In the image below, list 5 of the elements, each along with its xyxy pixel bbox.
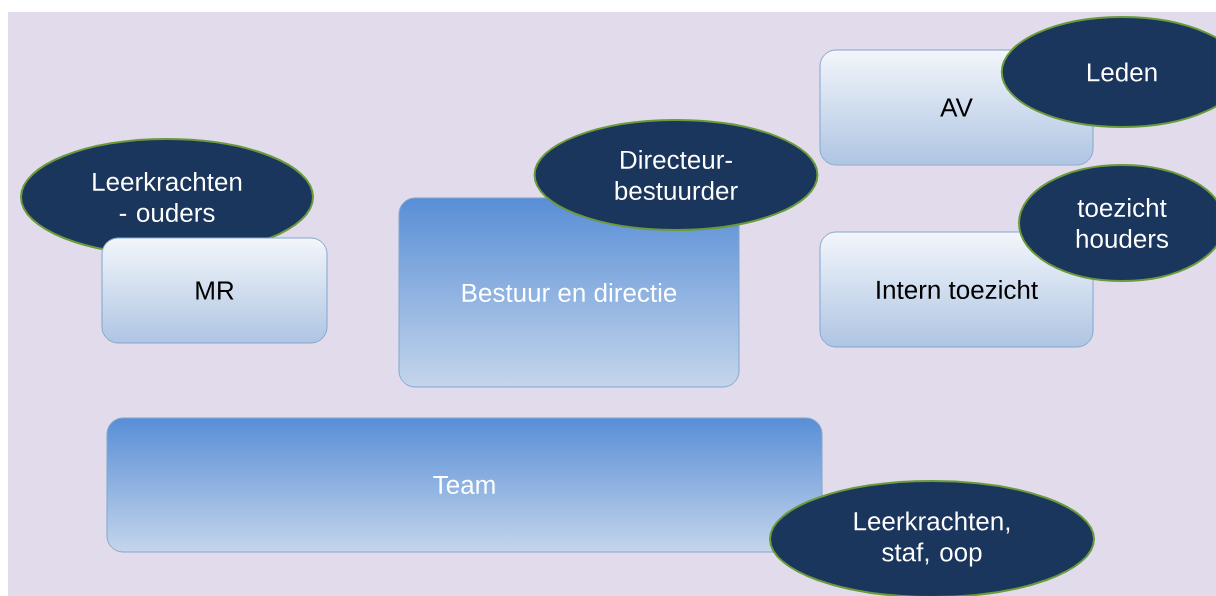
ellipse-label: Leden (1000, 16, 1216, 128)
ellipse-label: Leerkrachten, staf, oop (769, 480, 1095, 596)
ellipse-label: Directeur-bestuurder (533, 119, 819, 231)
rounded-box: MR (101, 237, 328, 344)
rounded-box: Team (106, 417, 823, 553)
